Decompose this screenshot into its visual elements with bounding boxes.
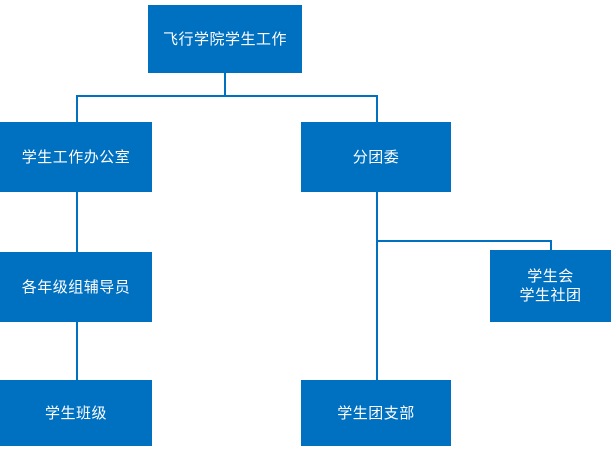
node-student-league-branch[interactable]: 学生团支部 bbox=[301, 380, 451, 446]
connector-league-committee-to-student-union-1 bbox=[550, 240, 552, 251]
connector-league-committee-to-student-union-0 bbox=[376, 240, 552, 242]
node-grade-group-counselors[interactable]: 各年级组辅导员 bbox=[0, 252, 152, 322]
node-root[interactable]: 飞行学院学生工作 bbox=[148, 5, 302, 73]
connector-level2-bus bbox=[76, 95, 378, 97]
node-branch-youth-league-committee[interactable]: 分团委 bbox=[301, 122, 451, 192]
node-student-classes[interactable]: 学生班级 bbox=[0, 380, 152, 446]
node-student-union-and-clubs[interactable]: 学生会 学生社团 bbox=[490, 250, 611, 322]
connector-counselors-to-classes bbox=[76, 322, 78, 380]
connector-office-to-counselors bbox=[76, 192, 78, 252]
connector-root-to-bus bbox=[224, 73, 226, 95]
connector-bus-to-student-affairs-office bbox=[76, 95, 78, 122]
connector-league-committee-trunk bbox=[376, 192, 378, 380]
connector-bus-to-branch-youth-league-committee bbox=[376, 95, 378, 122]
node-student-affairs-office[interactable]: 学生工作办公室 bbox=[0, 122, 152, 192]
